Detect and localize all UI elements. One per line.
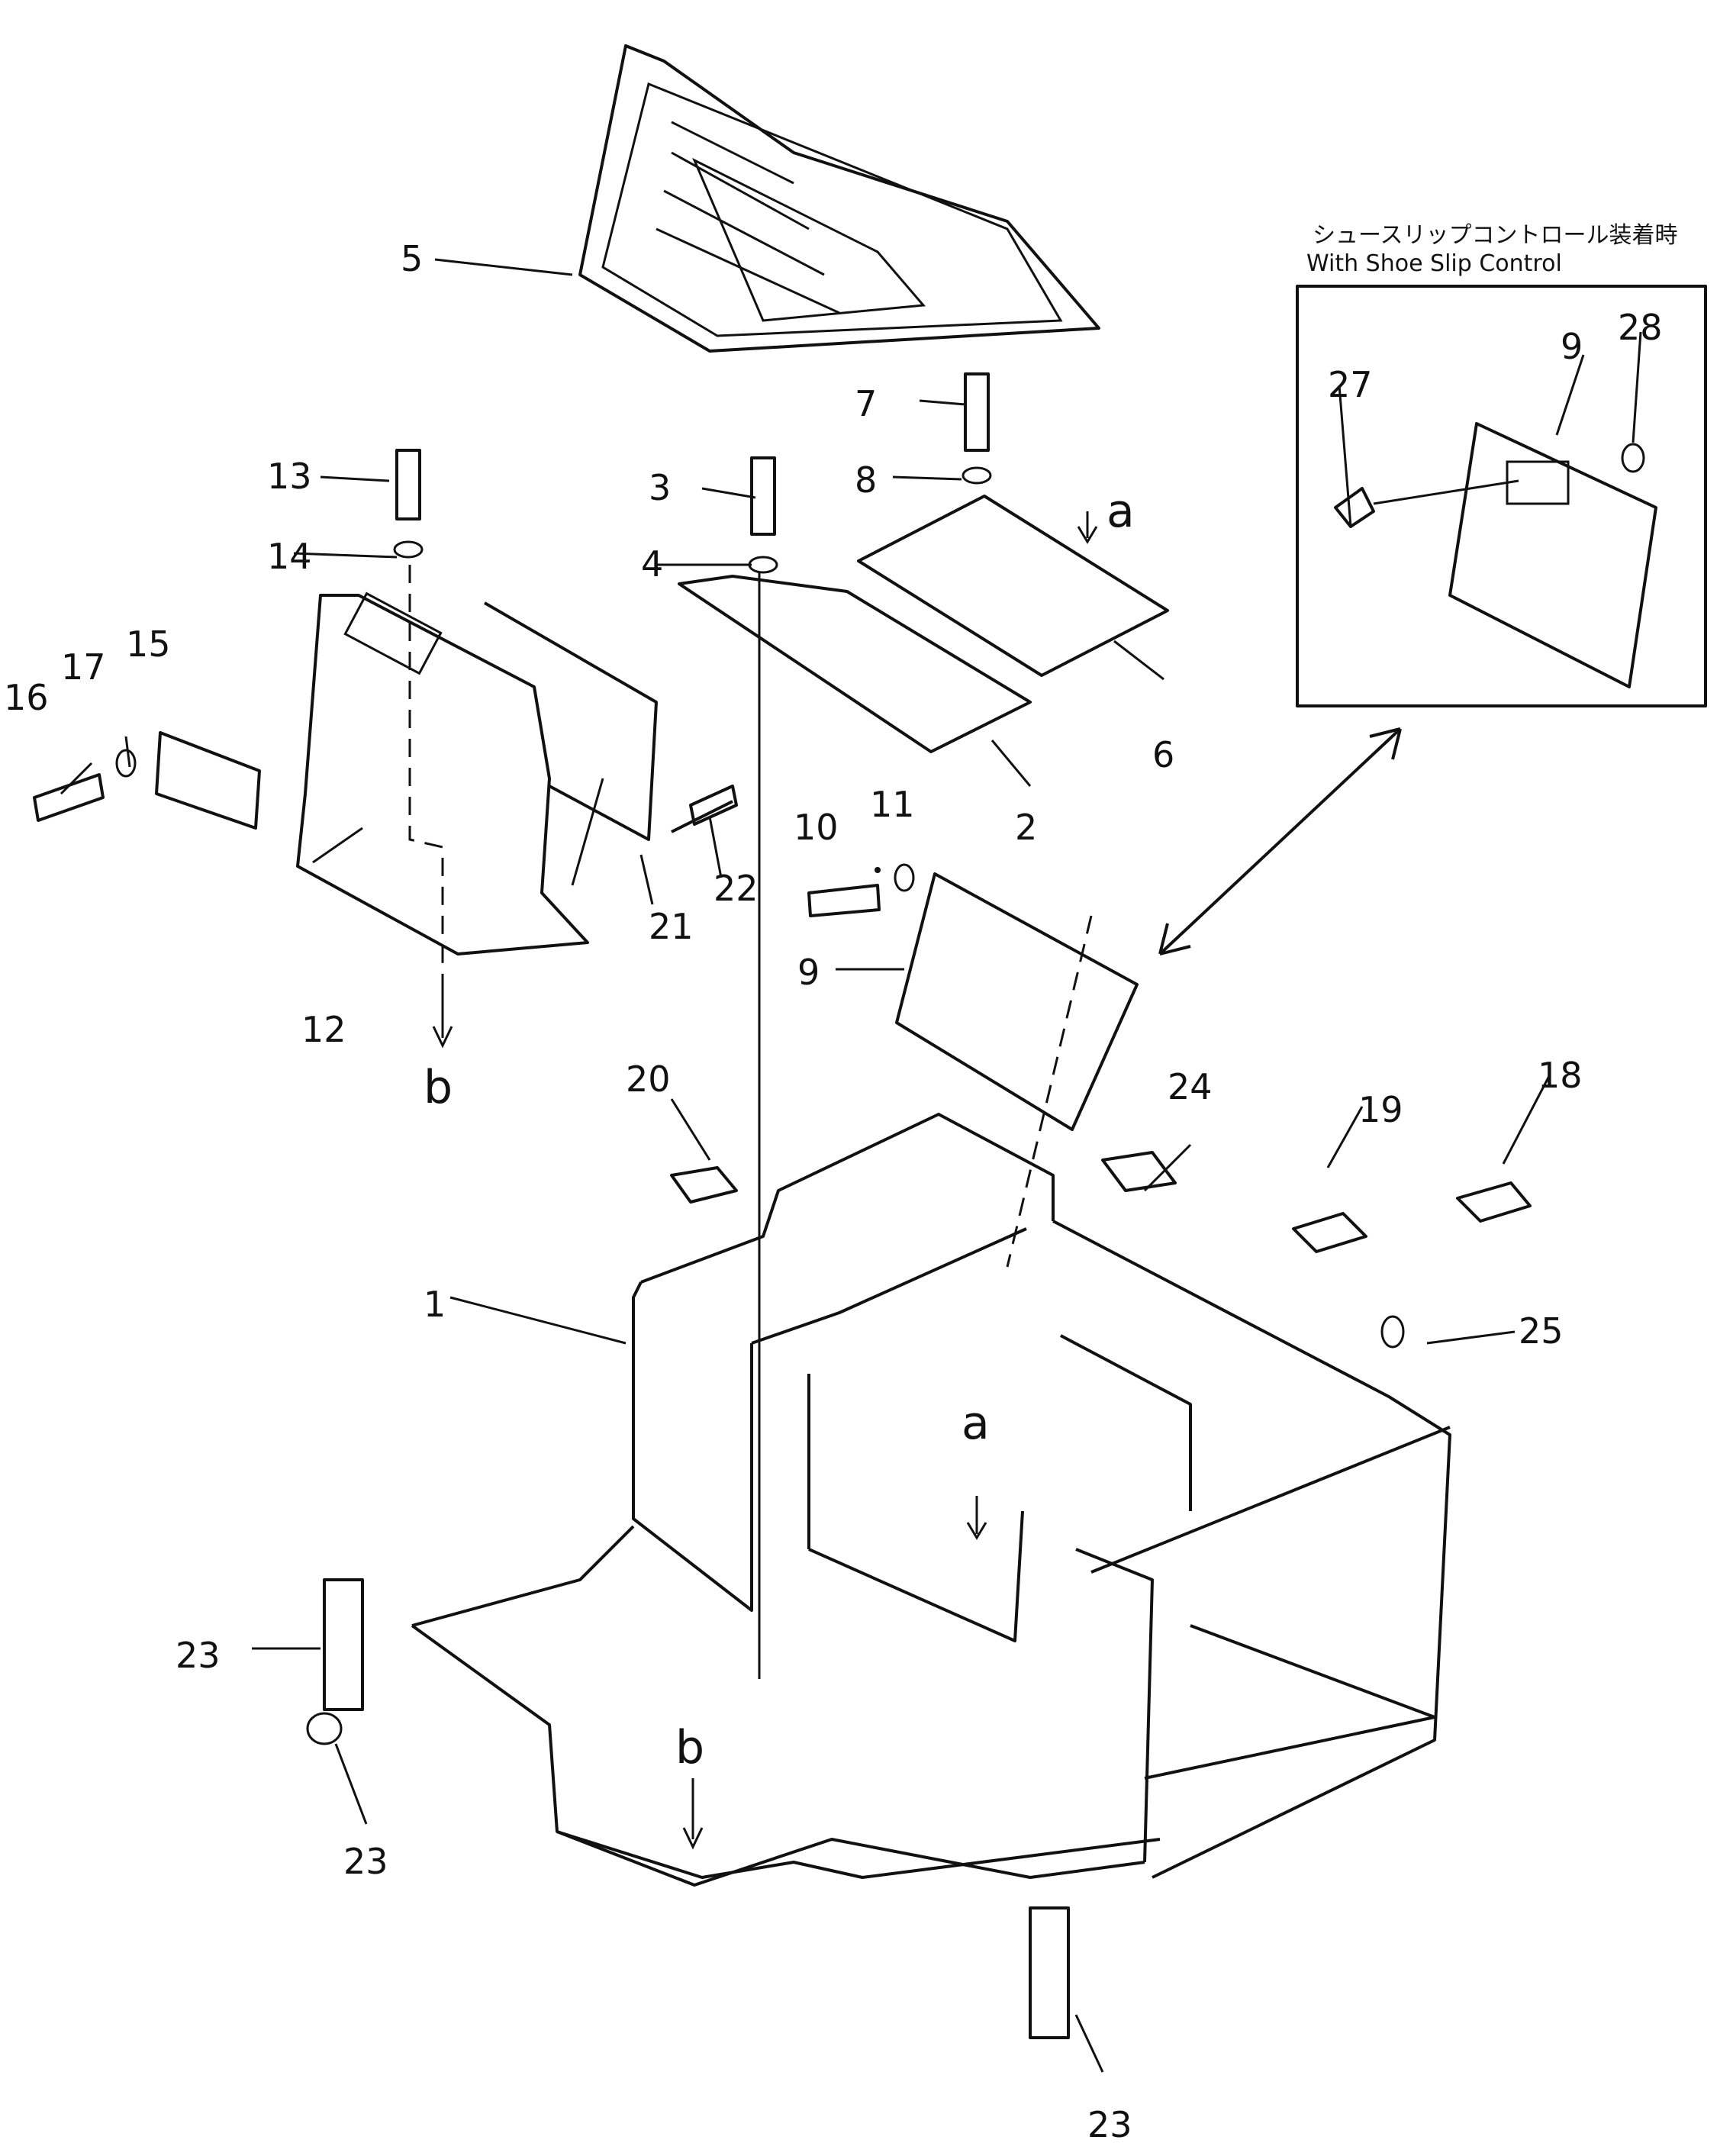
callout-labels: 5 7 8 3 4 13 14 6 2 10 11 9 15 16 17 22 …: [4, 238, 1663, 2145]
callout-2: 2: [1015, 807, 1037, 848]
ref-a-top: a: [1106, 485, 1135, 538]
inset-link-arrow: [1158, 727, 1402, 956]
small-parts: [306, 867, 1532, 2039]
leaders: [60, 258, 1642, 2073]
callout-17: 17: [61, 646, 106, 688]
callout-20: 20: [626, 1059, 671, 1100]
callout-21: 21: [649, 906, 694, 947]
callout-25: 24: [1168, 1066, 1213, 1107]
callout-24: 23: [343, 1841, 388, 1882]
callout-23-left: 23: [176, 1635, 221, 1676]
plate-15: [155, 731, 261, 830]
callout-12: 12: [301, 1009, 346, 1050]
ref-arrow-a-top: [1077, 511, 1098, 544]
ref-arrow-a-frame: [966, 1496, 987, 1540]
callout-23-bottom: 23: [1087, 2104, 1132, 2145]
inset-callout-27: 27: [1328, 364, 1373, 405]
cover-plate-9: [895, 872, 1139, 1131]
callout-18: 18: [1538, 1055, 1583, 1096]
ref-a-frame: a: [962, 1397, 990, 1450]
callout-16: 16: [4, 677, 49, 718]
callout-6: 6: [1152, 734, 1174, 775]
callout-4: 4: [641, 543, 663, 585]
cover-plate-6: [857, 495, 1169, 677]
callout-13: 13: [267, 456, 312, 497]
bracket-21: [483, 601, 658, 841]
dash-line-12: [408, 565, 444, 1038]
callout-22: 22: [713, 868, 759, 909]
inset-callout-28: 28: [1618, 307, 1663, 348]
fasteners: [33, 372, 992, 917]
ref-arrow-b-frame: [682, 1778, 704, 1850]
callout-15: 15: [126, 624, 171, 665]
ref-arrow-b-cover: [432, 977, 453, 1049]
inset-callout-9: 9: [1561, 326, 1583, 367]
cover-plate-2: [678, 575, 1032, 753]
ref-b-cover: b: [424, 1061, 453, 1114]
callout-19: 19: [1358, 1089, 1403, 1130]
ref-b-frame: b: [675, 1721, 704, 1774]
callout-8: 8: [855, 459, 877, 501]
callout-14: 14: [267, 536, 312, 577]
side-cover-12: [296, 591, 589, 956]
callout-7: 7: [855, 383, 877, 424]
inset-caption-jp: シュースリップコントロール装着時: [1313, 222, 1678, 249]
callout-3: 3: [649, 467, 671, 508]
callout-1: 1: [424, 1284, 446, 1325]
callout-10: 10: [794, 807, 839, 848]
inset-shoe-slip-control: シュースリップコントロール装着時 With Shoe Slip Control: [1296, 222, 1707, 707]
callout-9: 9: [797, 952, 820, 993]
callout-5: 5: [401, 238, 423, 279]
inset-caption-en: With Shoe Slip Control: [1306, 250, 1562, 277]
main-frame-1: [411, 1113, 1451, 1887]
callout-11: 11: [870, 784, 915, 825]
top-cover-5: [578, 44, 1100, 353]
reference-letters: a a b b: [424, 485, 1135, 1774]
callout-26: 25: [1519, 1310, 1564, 1352]
dash-line-9: [1006, 915, 1093, 1268]
